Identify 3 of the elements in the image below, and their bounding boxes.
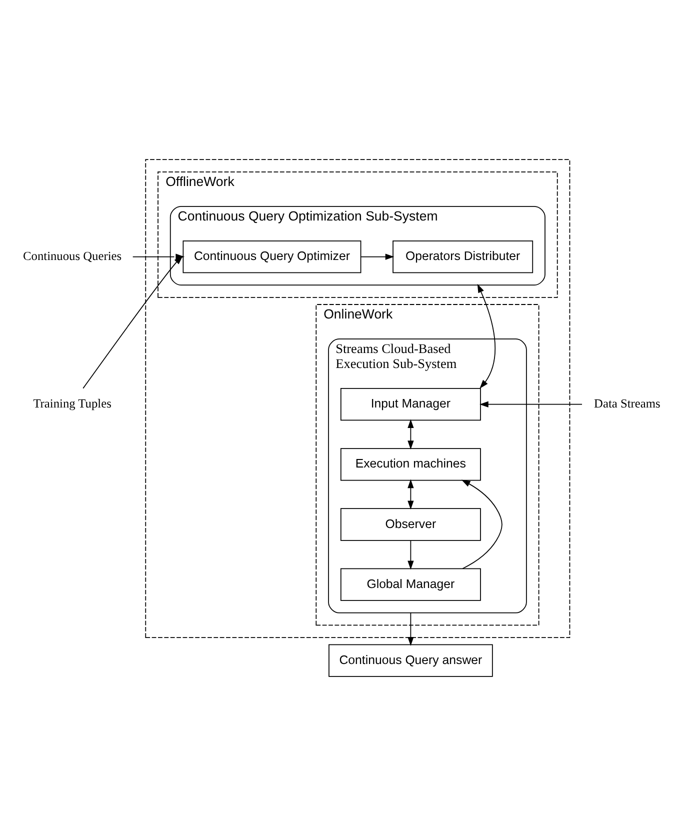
node-text: Data Streams [594, 396, 660, 411]
node-text: Continuous Queries [23, 249, 122, 264]
node-text: Training Tuples [33, 396, 112, 411]
